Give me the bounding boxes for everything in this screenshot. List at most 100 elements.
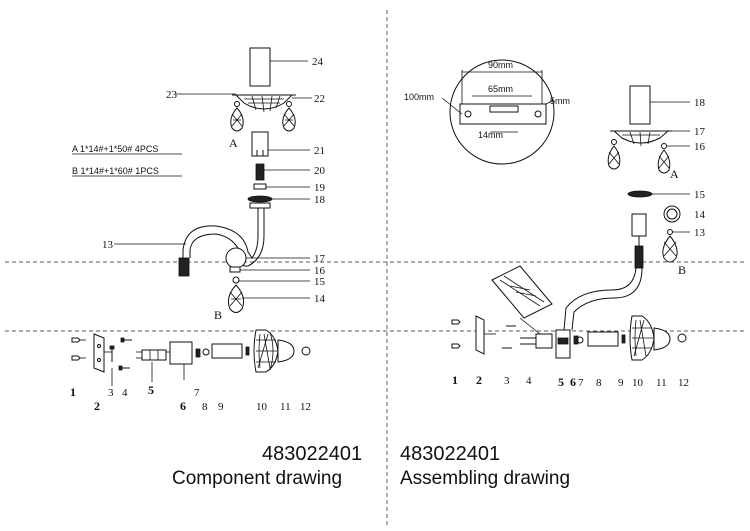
note-b: B 1*14#+1*60# 1PCS bbox=[72, 166, 159, 176]
finial-12 bbox=[301, 346, 311, 356]
r-label-17: 17 bbox=[694, 126, 706, 138]
r-label-7: 7 bbox=[578, 377, 584, 389]
label-14: 14 bbox=[314, 293, 326, 305]
r-label-12: 12 bbox=[678, 377, 689, 389]
r-screw-1 bbox=[451, 319, 461, 349]
ring-17 bbox=[225, 247, 247, 269]
r-crystal-a-right bbox=[657, 143, 671, 174]
dim-5mm: 5mm bbox=[550, 96, 570, 106]
label-23: 23 bbox=[166, 89, 178, 101]
label-8: 8 bbox=[202, 401, 208, 413]
r-letter-a: A bbox=[670, 167, 679, 181]
r-arm-assembly bbox=[563, 213, 647, 331]
label-2: 2 bbox=[94, 399, 100, 413]
component-drawing: 24 23 22 A A 1*14#+1*50# 4PCS B 1*14#+1*… bbox=[70, 47, 362, 489]
r-label-14: 14 bbox=[694, 209, 706, 221]
left-title: Component drawing bbox=[172, 468, 342, 489]
label-15: 15 bbox=[314, 276, 326, 288]
crystal-drop-a-right bbox=[282, 101, 296, 132]
right-code: 483022401 bbox=[400, 443, 500, 465]
r-tube-8 bbox=[587, 331, 619, 347]
dim-100mm: 100mm bbox=[404, 92, 434, 102]
label-19: 19 bbox=[314, 182, 326, 194]
r-label-11: 11 bbox=[656, 377, 667, 389]
curved-arm bbox=[178, 202, 271, 277]
collar-16 bbox=[229, 266, 241, 273]
canopy-cup bbox=[249, 47, 271, 87]
r-label-15: 15 bbox=[694, 189, 706, 201]
label-24: 24 bbox=[312, 56, 324, 68]
cup-18 bbox=[247, 195, 273, 203]
label-4: 4 bbox=[122, 387, 128, 399]
label-10: 10 bbox=[256, 401, 268, 413]
backplate-detail bbox=[441, 59, 555, 165]
r-label-13: 13 bbox=[694, 227, 706, 239]
r-crystal-a-left bbox=[607, 139, 621, 170]
label-18: 18 bbox=[314, 194, 326, 206]
dim-90mm: 90mm bbox=[488, 60, 513, 70]
r-label-4: 4 bbox=[526, 375, 532, 387]
threaded-rod bbox=[255, 163, 265, 181]
r-finial-12 bbox=[677, 333, 687, 343]
r-letter-b: B bbox=[678, 263, 686, 277]
label-21: 21 bbox=[314, 145, 325, 157]
right-title: Assembling drawing bbox=[400, 468, 570, 489]
tube-9 bbox=[211, 343, 250, 359]
crystal-drop-b bbox=[228, 284, 244, 313]
letter-b: B bbox=[214, 308, 222, 322]
ring-8 bbox=[202, 348, 210, 356]
label-9: 9 bbox=[218, 401, 224, 413]
r-label-8: 8 bbox=[596, 377, 602, 389]
label-3: 3 bbox=[108, 387, 114, 399]
note-a: A 1*14#+1*50# 4PCS bbox=[72, 144, 158, 154]
label-1: 1 bbox=[70, 385, 76, 399]
dim-14mm: 14mm bbox=[478, 130, 503, 140]
r-label-10: 10 bbox=[632, 377, 644, 389]
r-label-16: 16 bbox=[694, 141, 706, 153]
r-canopy-cup bbox=[629, 85, 651, 125]
junction-box bbox=[166, 341, 193, 380]
label-20: 20 bbox=[314, 165, 326, 177]
label-22: 22 bbox=[314, 93, 325, 105]
screw-4 bbox=[118, 337, 132, 371]
r-wiring-inset bbox=[491, 265, 553, 335]
ring-15 bbox=[232, 276, 240, 284]
nut-7 bbox=[195, 348, 201, 358]
r-nut-9 bbox=[621, 334, 626, 344]
r-ring-7 bbox=[576, 336, 584, 344]
r-crystal-b bbox=[662, 229, 678, 263]
r-socket-5 bbox=[555, 329, 571, 359]
screw-1 bbox=[71, 337, 86, 361]
r-label-5: 5 bbox=[558, 375, 564, 389]
label-12: 12 bbox=[300, 401, 311, 413]
assembling-drawing: 90mm 65mm 100mm 5mm 14mm 18 17 16 A bbox=[400, 59, 706, 489]
r-cup-11 bbox=[653, 327, 671, 351]
r-cup-15 bbox=[627, 190, 653, 198]
label-5: 5 bbox=[148, 383, 154, 397]
r-bobeche-upper bbox=[610, 130, 672, 147]
cup-11 bbox=[277, 339, 295, 363]
r-label-6: 6 bbox=[570, 375, 576, 389]
r-nut-6 bbox=[573, 335, 579, 345]
letter-a: A bbox=[229, 136, 238, 150]
r-label-9: 9 bbox=[618, 377, 624, 389]
r-terminal-4 bbox=[520, 333, 553, 349]
label-6: 6 bbox=[180, 399, 186, 413]
r-ring-14 bbox=[663, 205, 681, 223]
label-16: 16 bbox=[314, 265, 326, 277]
r-label-1: 1 bbox=[452, 373, 458, 387]
label-7: 7 bbox=[194, 387, 200, 399]
glass-shade-10 bbox=[253, 329, 279, 373]
label-17: 17 bbox=[314, 253, 326, 265]
r-mounting-plate bbox=[475, 315, 496, 355]
screw-3 bbox=[109, 345, 115, 362]
nut-cap bbox=[251, 131, 269, 157]
mounting-plate bbox=[93, 333, 112, 373]
bobeche-upper bbox=[232, 94, 296, 113]
r-label-18: 18 bbox=[694, 97, 706, 109]
r-glass-shade-10 bbox=[629, 315, 655, 361]
r-label-2: 2 bbox=[476, 373, 482, 387]
crystal-drop-a-left bbox=[230, 101, 244, 132]
left-code: 483022401 bbox=[262, 443, 362, 465]
